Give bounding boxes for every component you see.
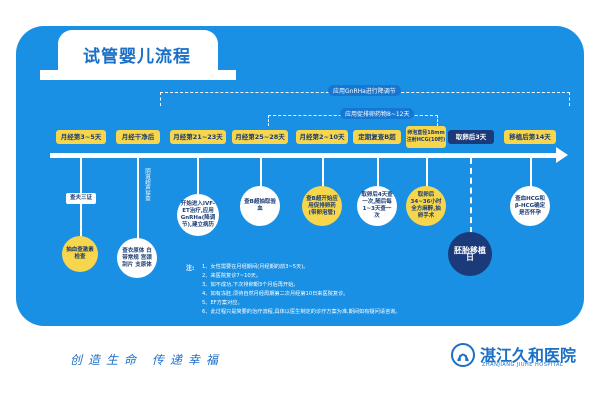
hospital-logo: 湛江久和医院 ZHANJIANG JIUHE HOSPITAL [450,336,577,380]
step-menstrual-2-10: 月经第2~10天 [296,130,348,144]
note-item: 5、EF方案对应。 [202,300,243,306]
timeline-arrow-icon [556,147,568,163]
retrieval-circle: 取卵后34~36小时全方麻醉,抽卵手术 [406,186,446,226]
connector-2 [137,158,139,243]
hospital-logo-icon [451,343,475,367]
note-item: 1、女性需要在月经期间(月经期的前3~5天)。 [202,264,309,270]
connector-8 [470,158,472,233]
connector-4 [260,158,262,188]
step-hcg-label: 卵泡直径18mm注射HCG(10时) [406,130,446,143]
connector-9 [530,158,532,188]
ultrasound-note: 阴道超声探查 [144,168,150,201]
notes-label: 注: [186,265,195,272]
ivf-start-circle: 开始进入IVF-ET治疗,应用GnRHa(降调节),建立病历 [177,194,219,236]
note-item: 3、如不成功,下次排卵期3个月后再开始。 [202,282,299,288]
hospital-name: 湛江久和医院 [480,346,577,365]
ultrasound-blood-circle: 查B超抽取验血 [240,186,280,226]
gnrha-label: 应用GnRHa进行降调节 [328,85,401,96]
ovulation-label: 应用促排卵药物8~12天 [340,108,415,119]
title-tab [40,30,236,80]
step-ultrasound: 定期复查B超 [353,130,401,144]
infection-check-circle: 查衣原体 白带常规 宫颈刮片 支原体 [117,238,157,278]
step-menstrual-25-28: 月经第25~28天 [232,130,288,144]
step-after-period: 月经干净后 [116,130,160,144]
notes-list: 1、女性需要在月经期间(月经期的前3~5天)。 2、来医院复诊7~10天。 3、… [202,263,401,317]
note-item: 4、如有冻胚,须待自然月经周期第二次月经第10日来医院复诊。 [202,291,349,297]
note-item: 6、此过程只是简要的治疗流程,具体以医生制定的诊疗方案为准,期间如有疑问请咨询。 [202,309,401,315]
transfer-day-circle: 胚胎移植日 [448,232,492,276]
follow-up-circle: 取卵后4天查一次,随后每1~3天查一次 [357,186,397,226]
check-tag: 查夫三证 [66,193,96,204]
step-menstrual-21-23: 月经第21~23天 [170,130,226,144]
connector-3 [197,158,199,196]
hcg-check-circle: 查血HCG和β-HCG确定是否怀孕 [510,186,550,226]
note-item: 2、来医院复诊7~10天。 [202,273,262,279]
timeline-bar [50,153,560,158]
step-menstrual-3-5: 月经第3~5天 [56,130,106,144]
page-frame: 试管婴儿流程 应用GnRHa进行降调节 应用促排卵药物8~12天 月经第3~5天… [10,8,590,392]
connector-5 [322,158,324,188]
connector-6 [377,158,379,188]
ovulation-drug-circle: 查B超开始应用促排卵药(带卵泡管) [302,186,342,226]
step-hcg-injection: 卵泡直径18mm注射HCG(10时) [406,126,446,148]
step-retrieval-day3: 取卵后3天 [448,130,494,144]
step-post-transfer-14: 移植后第14天 [504,130,556,144]
connector-7 [426,158,428,188]
hospital-name-en: ZHANJIANG JIUHE HOSPITAL [482,362,564,368]
footer-slogan: 创造生命 传递幸福 [70,353,224,367]
page-title: 试管婴儿流程 [83,47,191,67]
hormone-check-circle: 抽血查激素检查 [62,236,98,272]
